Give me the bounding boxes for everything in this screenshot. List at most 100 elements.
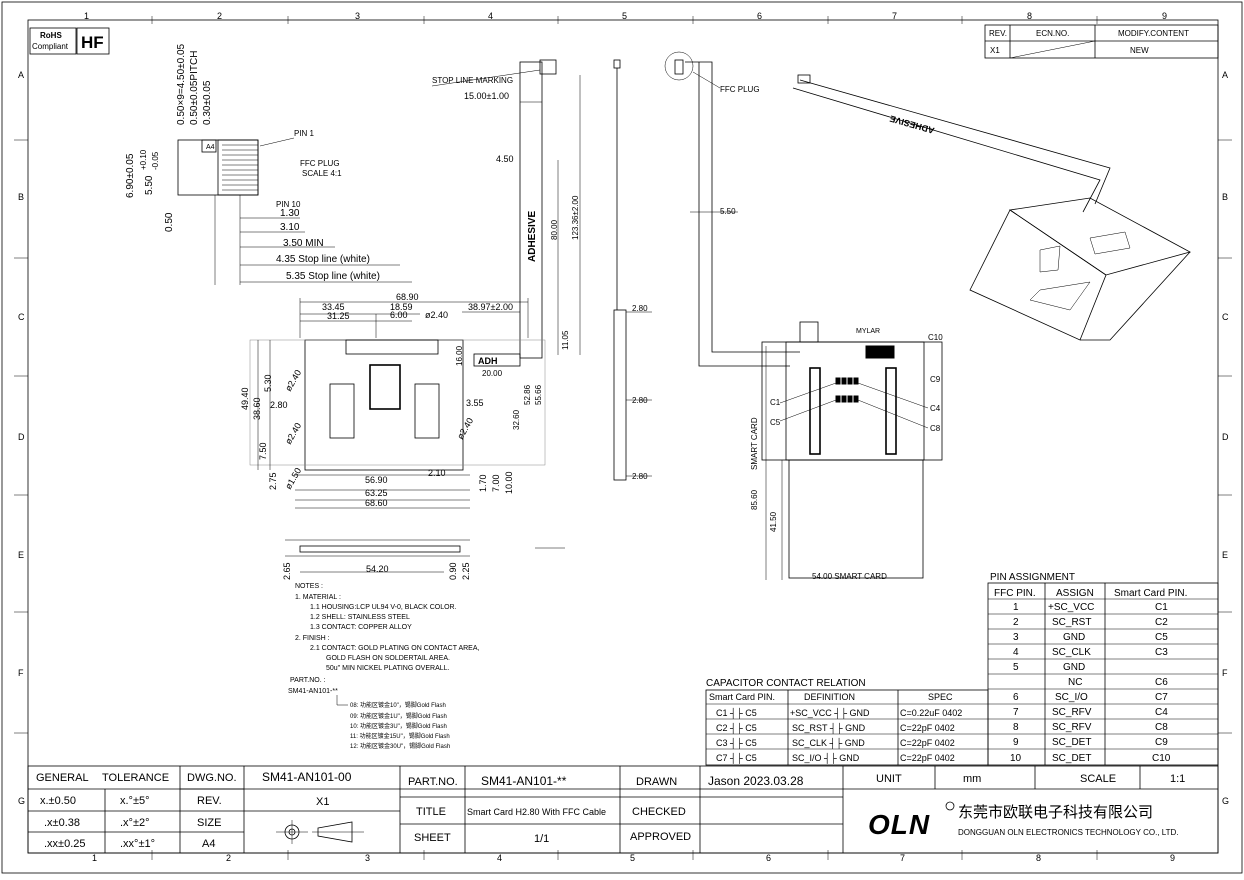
dim-3860: 38.60 [252,397,262,420]
tb-partno: SM41-AN101-** [481,774,567,788]
notes-line-2: 1.1 HOUSING:LCP UL94 V-0, BLACK COLOR. [310,604,457,611]
dim-5420: 54.20 [366,564,389,574]
cable-dim-80: 80.00 [550,219,559,240]
pin-row-1-assign: +SC_VCC [1048,602,1094,613]
cap-header-pin: Smart Card PIN. [709,692,775,702]
dim-280: 2.80 [270,400,288,410]
dim-phi-240-b: ø2.40 [283,368,303,393]
smart-card-label: SMART CARD [750,417,759,470]
company-en: DONGGUAN OLN ELECTRONICS TECHNOLOGY CO.,… [958,828,1178,837]
pin-row-10-card: C9 [1155,737,1168,748]
plug-height-1: 6.90±0.05 [125,153,136,198]
pin-header-ffc: FFC PIN. [994,588,1036,599]
cap-row-4-pin: C7 ┤├ C5 [716,752,757,764]
grid-row-f-right: F [1222,668,1228,678]
dim-phi-150: ø1.50 [283,466,303,491]
grid-bottom-9: 9 [1170,853,1175,863]
dim-600: 6.00 [390,310,408,320]
pin10-label: PIN 10 [276,200,301,209]
pin-c5: C5 [770,418,781,427]
rohs-label: RoHS [40,31,62,40]
title-block: GENERAL TOLERANCE x.±0.50 x.°±5° .x±0.38… [27,765,1219,854]
grid-top-6: 6 [757,11,762,21]
rohs-compliant-label: Compliant [32,42,69,51]
tb-unit-header: UNIT [876,773,902,785]
stop-line-dim: 15.00±1.00 [464,91,509,101]
hf-label: HF [81,33,104,52]
dim-530: 5.30 [263,374,273,392]
pin-header-assign: ASSIGN [1056,588,1094,599]
partno-option-1: 08: 功能区镀金10"，锡脚Gold Flash [350,701,446,709]
card-assembly-view: FFC PLUG 5.50 MYLAR C10 C9 C1 C4 C5 C8 S… [664,51,943,581]
tb-unit: mm [963,773,981,785]
partno-heading: PART.NO. : [290,677,326,684]
pin-row-11-assign: SC_DET [1052,753,1091,764]
pin-c1: C1 [770,398,781,407]
pin-row-8-card: C4 [1155,707,1168,718]
grid-top-1: 1 [84,11,89,21]
capacitor-title: CAPACITOR CONTACT RELATION [706,678,866,689]
partno-value: SM41-AN101-** [288,688,338,695]
cap-row-4-spec: C=22pF 0402 [900,753,955,763]
notes-line-6: 2.1 CONTACT: GOLD PLATING ON CONTACT ARE… [310,645,480,652]
notes-line-4: 1.3 CONTACT: COPPER ALLOY [310,624,412,631]
tb-tol-1b: x.°±5° [120,795,150,807]
ffc-plug-label: FFC PLUG [720,85,760,94]
tb-drawn: Jason 2023.03.28 [708,774,804,788]
cable-dim-3260: 32.60 [512,409,521,430]
dim-090: 0.90 [448,562,458,580]
pin-row-2-card: C2 [1155,617,1168,628]
dim-170: 1.70 [478,474,488,492]
rev-header: REV. [989,29,1007,38]
tb-dwgno: SM41-AN101-00 [262,770,352,784]
tb-sheet: 1/1 [534,833,549,845]
plug-height-3: 0.50 [164,212,175,232]
tb-dwgno-header: DWG.NO. [187,772,237,784]
cap-row-3-pin: C3 ┤├ C5 [716,737,757,749]
grid-row-c-right: C [1222,312,1229,322]
ecn-header: ECN.NO. [1036,29,1069,38]
dim-6325: 63.25 [365,488,388,498]
pin-row-8-assign: SC_RFV [1052,707,1092,718]
notes-line-5: 2. FINISH : [295,635,330,642]
grid-row-d: D [18,432,25,442]
dim-6890: 68.90 [396,292,419,302]
pin-row-8-ffc: 7 [1013,707,1019,718]
connector-side-view: 2.65 54.20 0.90 2.25 [282,539,565,580]
grid-row-e: E [18,550,24,560]
grid-top-4: 4 [488,11,493,21]
pin-c10: C10 [928,333,943,342]
pitch-dim-3: 0.30±0.05 [202,80,213,125]
cap-row-1-spec: C=0.22uF 0402 [900,708,962,718]
grid-top-8: 8 [1027,11,1032,21]
plug-dim-435: 4.35 Stop line (white) [276,254,370,265]
partno-option-2: 09: 功能区镀金1U"，锡脚Gold Flash [350,712,447,720]
pin-row-5-assign: GND [1063,662,1085,673]
pin-c8: C8 [930,424,941,433]
pin-assignment-table: PIN ASSIGNMENT FFC PIN. ASSIGN Smart Car… [987,572,1219,766]
notes-line-1: 1. MATERIAL : [295,594,341,601]
tb-title: Smart Card H2.80 With FFC Cable [467,807,606,817]
pin-row-5-ffc: 5 [1013,662,1019,673]
tb-tolerance: TOLERANCE [102,772,169,784]
plug-height-2-tol2: -0.05 [151,151,160,170]
pin-row-2-ffc: 2 [1013,617,1019,628]
plug-dim-535: 5.35 Stop line (white) [286,271,380,282]
grid-bottom-7: 7 [900,853,905,863]
plug-dim-130: 1.30 [280,208,300,219]
grid-bottom-2: 2 [226,853,231,863]
tb-partno-header: PART.NO. [408,776,458,788]
partno-option-4: 11: 功能区镀金15U"，锡脚Gold Flash [350,732,450,740]
pin-row-3-ffc: 3 [1013,632,1019,643]
grid-bottom-5: 5 [630,853,635,863]
cable-width-550: 5.50 [720,207,736,216]
grid-bottom-6: 6 [766,853,771,863]
ffc-cable-top-view: STOP LINE MARKING 15.00±1.00 4.50 ADHESI… [431,59,581,430]
pin-row-2-assign: SC_RST [1052,617,1091,628]
rev-value: X1 [990,46,1000,55]
grid-row-f: F [18,668,24,678]
cap-row-3-def: SC_CLK ┤├ GND [792,737,865,749]
cap-header-def: DEFINITION [804,692,855,702]
rohs-badge: RoHS Compliant HF [29,27,110,55]
